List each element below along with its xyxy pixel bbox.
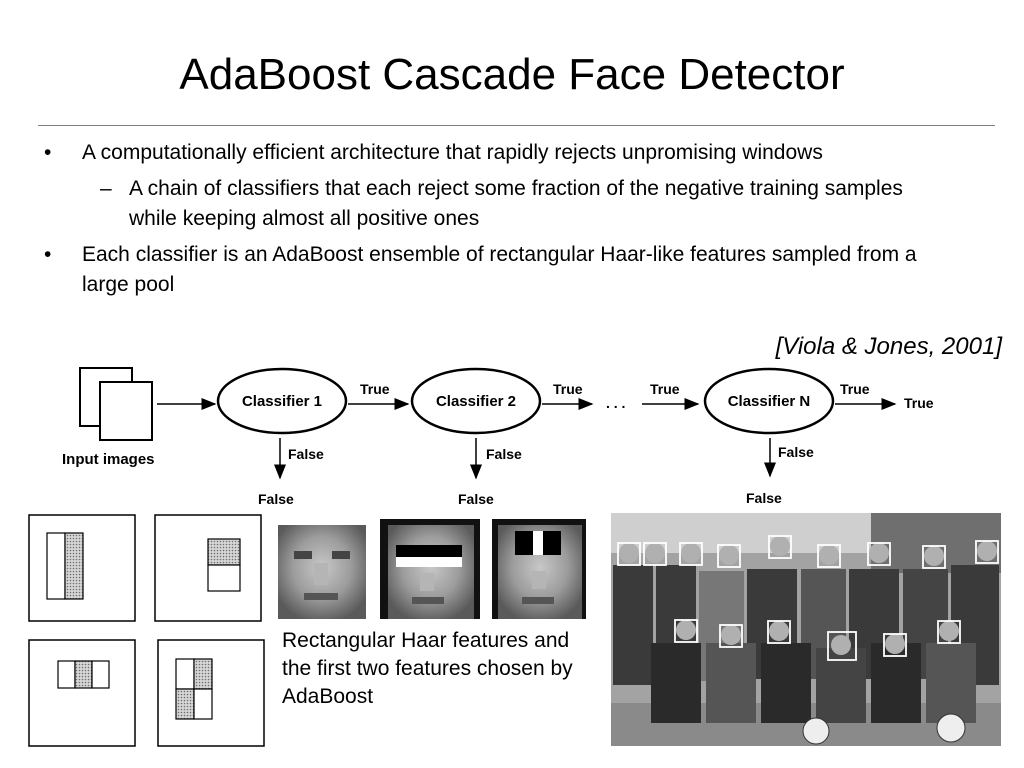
haar-features	[28, 514, 265, 747]
bullet-text: Each classifier is an AdaBoost ensemble …	[82, 243, 917, 296]
haar-feature-edge-horizontal	[154, 514, 262, 622]
ball	[802, 717, 830, 745]
classifier-label: Classifier 2	[436, 393, 516, 410]
ball	[936, 713, 966, 743]
true-label: True	[840, 381, 870, 397]
bullet-text: A computationally efficient architecture…	[82, 141, 823, 164]
true-label: True	[360, 381, 390, 397]
false-label: False	[778, 444, 814, 460]
bullet-dot: •	[44, 243, 52, 266]
classifier-label: Classifier N	[728, 393, 811, 410]
bullet-dash: –	[100, 177, 112, 200]
input-images-icon	[79, 367, 153, 441]
bullet-text: A chain of classifiers that each reject …	[129, 177, 903, 230]
bullet-item: • A computationally efficient architectu…	[40, 138, 930, 168]
final-true-label: True	[904, 395, 934, 411]
classifier-node	[216, 367, 348, 435]
false-label: False	[288, 446, 324, 462]
cascade-diagram: Input images Classifier 1 True False Fal…	[62, 367, 934, 507]
sub-bullet-item: – A chain of classifiers that each rejec…	[40, 174, 930, 234]
input-images-label: Input images	[62, 451, 155, 468]
title-rule	[38, 125, 995, 126]
haar-feature-edge-vertical	[28, 514, 136, 622]
bullet-item: • Each classifier is an AdaBoost ensembl…	[40, 240, 930, 300]
false-label: False	[486, 446, 522, 462]
classifier-label: Classifier 1	[242, 393, 322, 410]
false-label: False	[746, 490, 782, 506]
detection-photo	[611, 513, 1001, 746]
false-label: False	[458, 491, 494, 507]
citation: [Viola & Jones, 2001]	[775, 333, 1002, 360]
figure-caption: Rectangular Haar features and the first …	[282, 629, 573, 708]
face-image-feature-2	[492, 519, 586, 619]
true-label: True	[553, 381, 583, 397]
face-image	[278, 525, 366, 619]
ellipsis: . . .	[606, 395, 625, 411]
face-feature-examples	[278, 519, 586, 619]
face-image-feature-1	[380, 519, 480, 619]
slide-title: AdaBoost Cascade Face Detector	[179, 50, 845, 99]
classifier-node	[410, 367, 542, 435]
bullet-list: • A computationally efficient architectu…	[40, 138, 930, 306]
classifier-node	[703, 367, 835, 435]
haar-feature-diagonal	[157, 639, 265, 747]
true-label: True	[650, 381, 680, 397]
detection-box	[617, 535, 999, 661]
haar-feature-line	[28, 639, 136, 747]
false-label: False	[258, 491, 294, 507]
bullet-dot: •	[44, 141, 52, 164]
